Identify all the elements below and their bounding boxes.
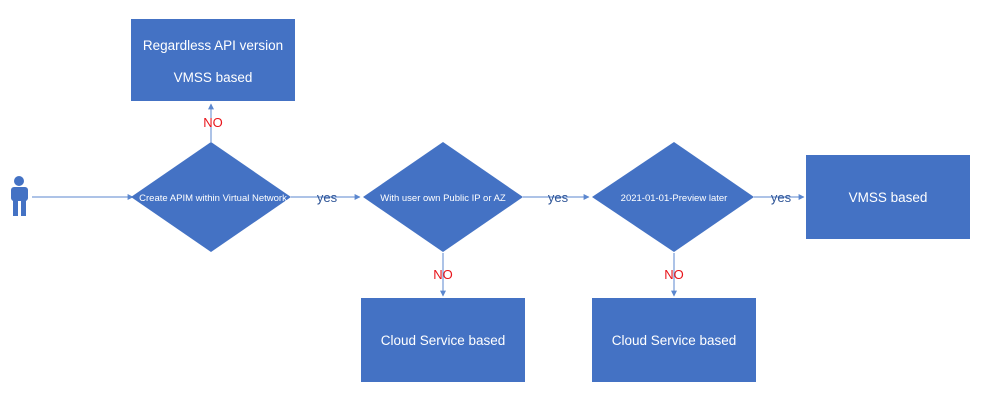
cloud-service-node-2: Cloud Service based [592, 298, 756, 382]
edge-label-no-d3: NO [664, 267, 684, 282]
vmss-label: VMSS based [849, 190, 928, 205]
edge-label-yes-2: yes [548, 190, 569, 205]
cloud-service-label-2: Cloud Service based [612, 333, 737, 348]
top-box-node: Regardless API version VMSS based [131, 19, 295, 101]
edge-label-no-top: NO [203, 115, 223, 130]
decision1-node: Create APIM within Virtual Network [131, 142, 291, 252]
vmss-node: VMSS based [806, 155, 970, 239]
edge-label-yes-1: yes [317, 190, 338, 205]
cloud-service-label-1: Cloud Service based [381, 333, 506, 348]
top-box-line1: Regardless API version [143, 38, 283, 53]
decision1-label: Create APIM within Virtual Network [139, 193, 287, 204]
decision3-label: 2021-01-01-Preview later [621, 193, 728, 204]
decision2-node: With user own Public IP or AZ [363, 142, 523, 252]
edge-label-no-d2: NO [433, 267, 453, 282]
connectors [32, 103, 805, 297]
decision2-label: With user own Public IP or AZ [380, 193, 506, 204]
cloud-service-node-1: Cloud Service based [361, 298, 525, 382]
top-box-line2: VMSS based [174, 70, 253, 85]
edge-label-yes-3: yes [771, 190, 792, 205]
decision3-node: 2021-01-01-Preview later [592, 142, 754, 252]
person-icon [11, 176, 28, 216]
